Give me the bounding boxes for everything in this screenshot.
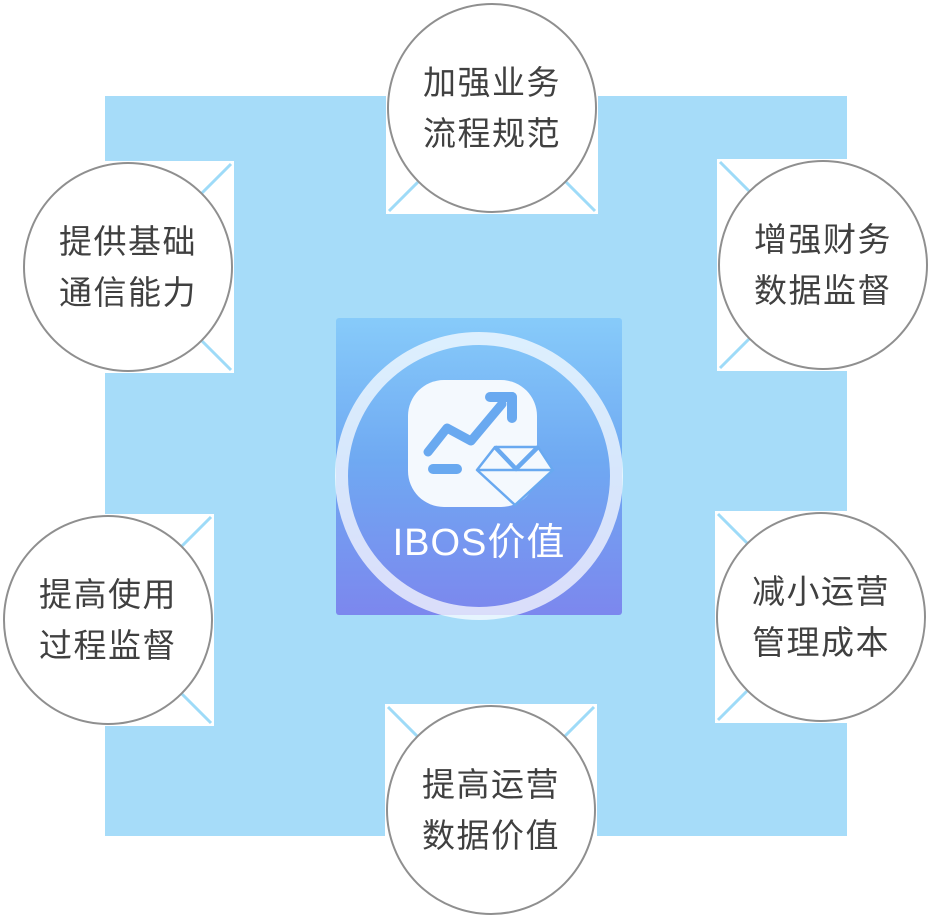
value-circle: 减小运营 管理成本: [716, 512, 926, 722]
value-text-line: 流程规范: [423, 115, 561, 152]
value-text-line: 通信能力: [59, 274, 197, 311]
value-text-line: 过程监督: [39, 627, 177, 664]
center-title: IBOS价值: [392, 522, 566, 564]
value-text-line: 数据价值: [422, 817, 560, 854]
value-text-line: 增强财务: [754, 221, 892, 258]
value-node-bottom: 提高运营 数据价值: [385, 704, 597, 916]
trend-line-icon: [423, 399, 507, 457]
value-circle: 增强财务 数据监督: [718, 160, 928, 370]
value-circle: 提高使用 过程监督: [3, 515, 213, 725]
value-node-top-right: 增强财务 数据监督: [717, 159, 929, 371]
diamond-icon: [475, 445, 555, 507]
value-node-top-left: 提供基础 通信能力: [22, 161, 234, 373]
value-text-line: 加强业务: [423, 64, 561, 101]
chart-diamond-icon: [408, 380, 555, 507]
value-circle: 提高运营 数据价值: [386, 705, 596, 915]
value-node-bottom-left: 提高使用 过程监督: [2, 514, 214, 726]
value-node-bottom-right: 减小运营 管理成本: [715, 511, 927, 723]
value-text-line: 提高使用: [39, 576, 177, 613]
diamond-facet-lines: [493, 445, 540, 472]
value-circle: 提供基础 通信能力: [23, 162, 233, 372]
value-text-line: 提高运营: [422, 766, 560, 803]
value-text-line: 管理成本: [752, 624, 890, 661]
value-text-line: 数据监督: [754, 272, 892, 309]
value-node-top: 加强业务 流程规范: [386, 2, 598, 214]
value-text-line: 减小运营: [752, 573, 890, 610]
value-circle: 加强业务 流程规范: [387, 3, 597, 213]
value-text-line: 提供基础: [59, 223, 197, 260]
